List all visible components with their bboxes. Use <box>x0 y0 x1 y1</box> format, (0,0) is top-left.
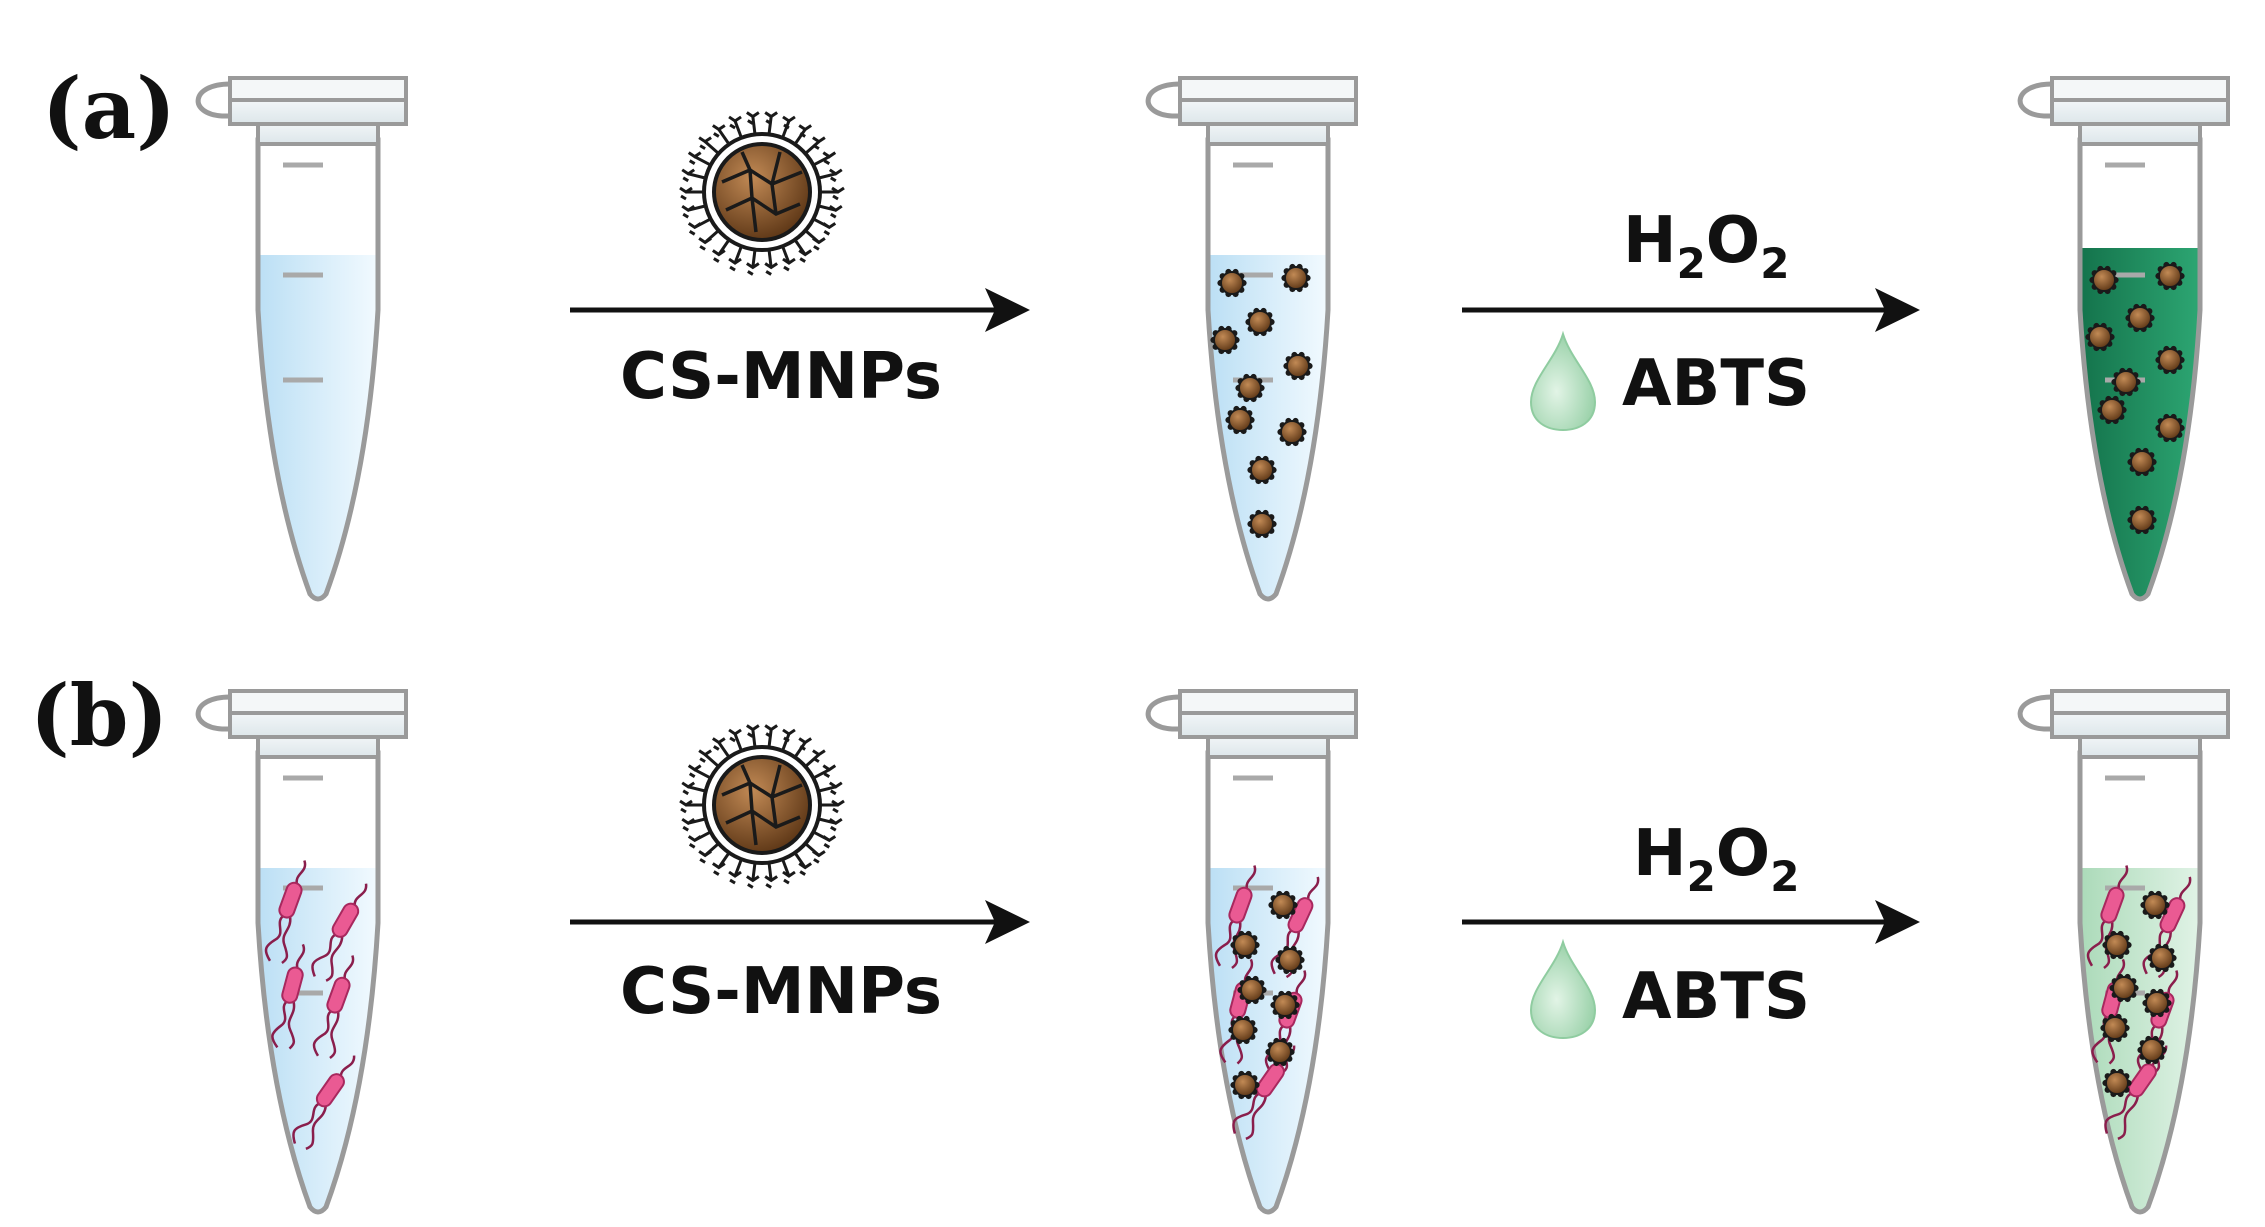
nanoparticle <box>2089 265 2119 295</box>
tube-cap <box>2050 76 2230 102</box>
tube-hinge <box>1145 81 1181 119</box>
tube-cap-rim <box>228 98 408 126</box>
tube-cap-rim <box>1178 98 1358 126</box>
panel-label-b: (b) <box>30 666 168 765</box>
tube-cap-rim <box>2050 98 2230 126</box>
bacterium <box>271 943 306 1050</box>
nanoparticle <box>2109 973 2139 1003</box>
abts-droplet-icon <box>1529 938 1597 1040</box>
tube-cap <box>1178 76 1358 102</box>
tube-body <box>2077 750 2203 1215</box>
nanoparticle <box>2155 345 2185 375</box>
bacterium <box>311 883 368 982</box>
tube-hinge <box>2017 694 2053 732</box>
nanoparticle <box>1237 975 1267 1005</box>
tube-cap <box>228 76 408 102</box>
row-a: CS-MNPs H2O2 ABTS <box>195 76 2230 602</box>
arrow-step1 <box>570 900 1030 944</box>
bacterium <box>312 955 355 1060</box>
bacterium <box>292 1055 356 1150</box>
nanoparticle <box>2155 261 2185 291</box>
tube-body <box>2077 137 2203 602</box>
reagent-label-csmnps: CS-MNPs <box>620 955 942 1029</box>
nanoparticle <box>1277 417 1307 447</box>
arrow-step2 <box>1462 288 1920 332</box>
nanoparticle <box>1265 1037 1295 1067</box>
bacterium <box>1214 865 1257 970</box>
tube-body <box>255 137 381 602</box>
tube-body <box>1205 137 1331 602</box>
nanoparticle <box>2100 1013 2130 1043</box>
cs-mnp-icon <box>679 724 845 889</box>
tube-cap <box>2050 689 2230 715</box>
tube-bacteria-and-particles <box>1145 689 1358 1215</box>
tube-body <box>1205 750 1331 1215</box>
tube-with-particles <box>1145 76 1358 602</box>
nanoparticle <box>1247 455 1277 485</box>
tube-cap-rim <box>228 711 408 739</box>
reagent-label-csmnps: CS-MNPs <box>620 340 942 414</box>
nanoparticle <box>1275 945 1305 975</box>
nanoparticle <box>2147 943 2177 973</box>
nanoparticle <box>2155 413 2185 443</box>
reagent-label-h2o2: H2O2 <box>1633 817 1799 901</box>
panel-label-a: (a) <box>42 59 176 158</box>
nanoparticle <box>1235 373 1265 403</box>
nanoparticle <box>1230 1070 1260 1100</box>
nanoparticle <box>1245 307 1275 337</box>
tube-empty-buffer <box>195 76 408 602</box>
nanoparticle <box>2125 303 2155 333</box>
tube-dark-green-result <box>2017 76 2230 602</box>
nanoparticle <box>1247 509 1277 539</box>
tube-cap-rim <box>1178 711 1358 739</box>
tube-cap-rim <box>2050 711 2230 739</box>
tube-light-green-result <box>2017 689 2230 1215</box>
nanoparticle <box>1217 268 1247 298</box>
tube-hinge <box>195 81 231 119</box>
tube-hinge <box>1145 694 1181 732</box>
arrow-step2 <box>1462 900 1920 944</box>
nanoparticle <box>2102 1068 2132 1098</box>
nanoparticle <box>2111 367 2141 397</box>
nanoparticle <box>2097 395 2127 425</box>
cs-mnp-icon <box>679 111 845 276</box>
nanoparticle <box>2137 1035 2167 1065</box>
reagent-label-abts: ABTS <box>1622 347 1810 421</box>
nanoparticle <box>1270 990 1300 1020</box>
tube-cap <box>1178 689 1358 715</box>
nanoparticle <box>2102 930 2132 960</box>
nanoparticle <box>2127 447 2157 477</box>
nanoparticle <box>1268 890 1298 920</box>
nanoparticle <box>2127 505 2157 535</box>
nanoparticle <box>1228 1015 1258 1045</box>
nanoparticle <box>1210 325 1240 355</box>
nanoparticle <box>1283 351 1313 381</box>
tube-hinge <box>195 694 231 732</box>
reagent-label-h2o2: H2O2 <box>1623 204 1789 288</box>
nanoparticle <box>2142 988 2172 1018</box>
nanoparticle <box>1230 930 1260 960</box>
nanoparticle <box>2140 890 2170 920</box>
nanoparticle <box>1225 405 1255 435</box>
reagent-label-abts: ABTS <box>1622 960 1810 1034</box>
arrow-step1 <box>570 288 1030 332</box>
nanoparticle <box>2085 322 2115 352</box>
tube-body <box>255 750 381 1215</box>
tube-with-bacteria <box>195 689 408 1215</box>
row-b: CS-MNPs H2O2 ABTS <box>195 689 2230 1215</box>
nanoparticle <box>1281 263 1311 293</box>
tube-hinge <box>2017 81 2053 119</box>
abts-droplet-icon <box>1529 330 1597 432</box>
liquid <box>2080 248 2200 599</box>
tube-cap <box>228 689 408 715</box>
bacterium <box>264 860 307 965</box>
